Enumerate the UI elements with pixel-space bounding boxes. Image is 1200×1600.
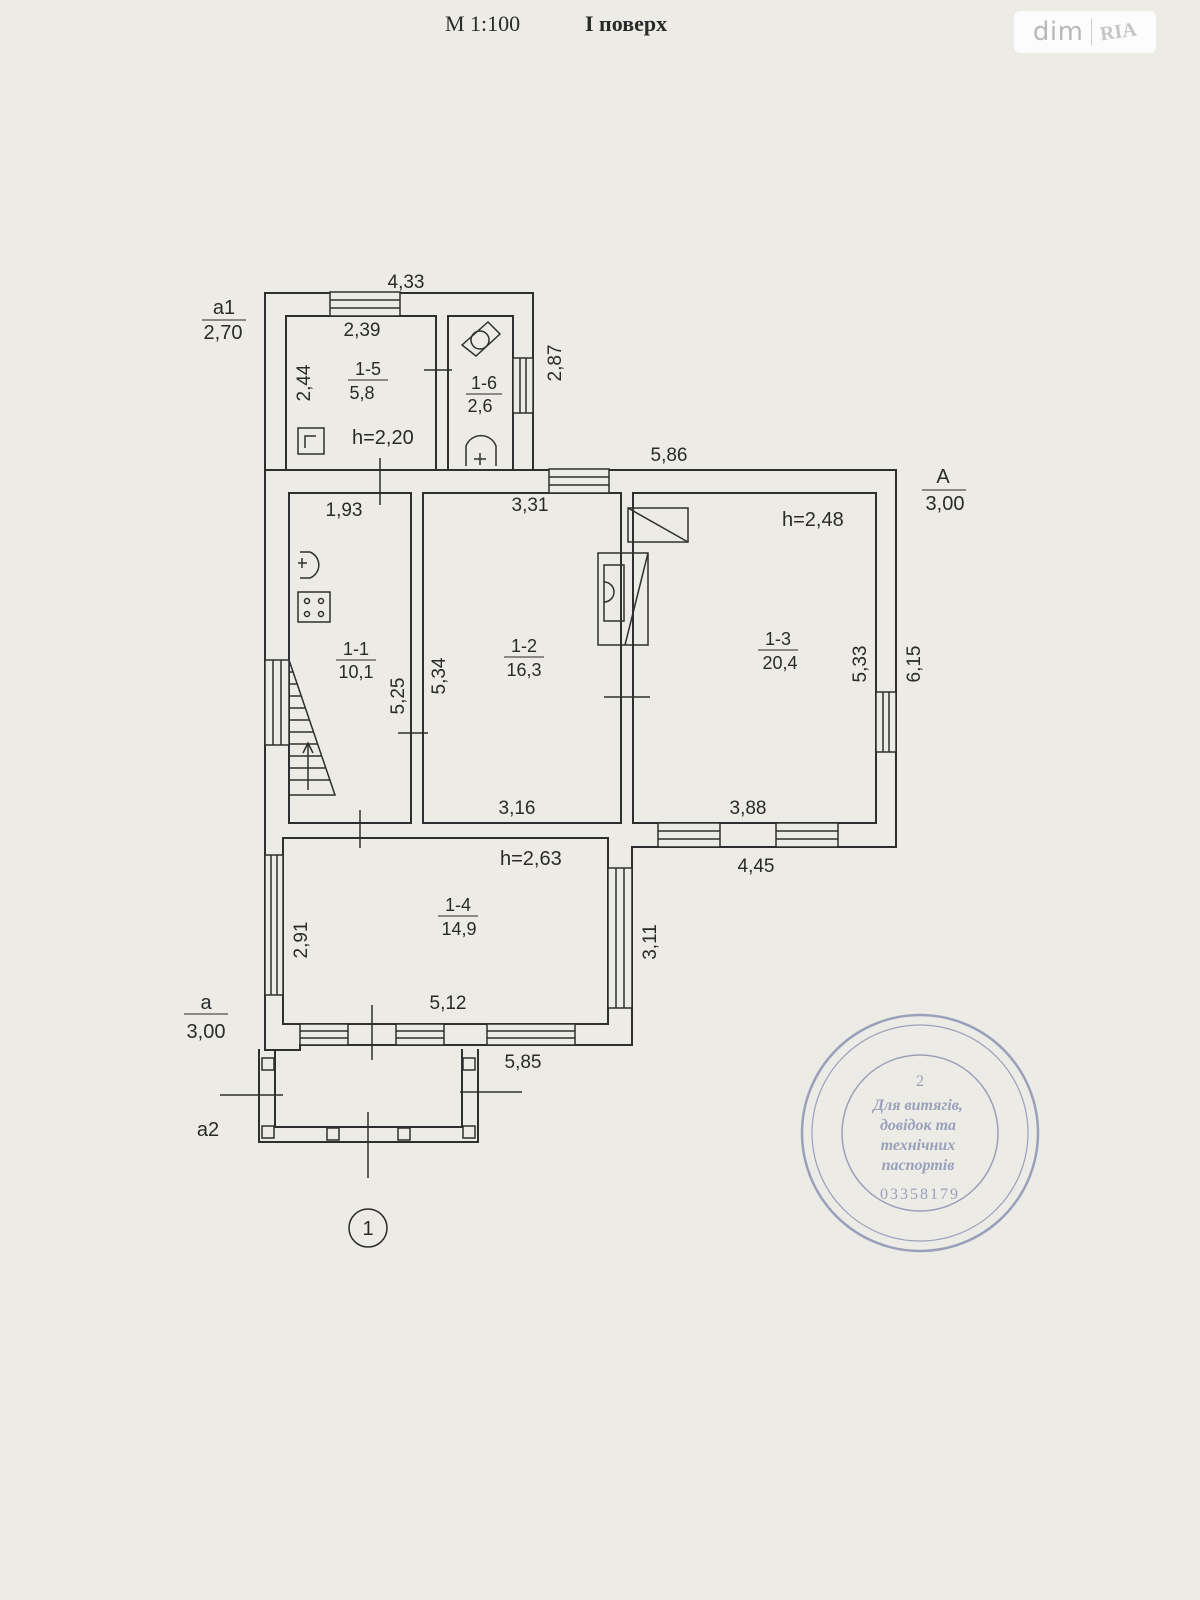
- walls: [258, 292, 897, 1143]
- window-1-4-bottom-c: [486, 1023, 576, 1046]
- room-1-5-area: 5,8: [349, 383, 374, 403]
- dim-2-91: 2,91: [291, 922, 312, 959]
- window-1-4-left: [264, 854, 284, 996]
- stamp-code: 03358179: [880, 1186, 960, 1203]
- window-1-3-bottom-b: [775, 822, 839, 848]
- toilet-icon: [460, 320, 502, 357]
- window-main-top: [548, 468, 610, 494]
- stamp-number: 2: [916, 1073, 924, 1090]
- room-1-3-code: 1-3: [765, 629, 791, 649]
- window-1-4-bottom-a: [299, 1023, 349, 1046]
- dimensions: 4,33 2,39 2,44 2,87 5,86 1,93 3,31 5,25 …: [291, 272, 925, 1073]
- section-markers: а1 2,70 А 3,00 а 3,00 а2 1: [184, 297, 966, 1248]
- window-1-4-right: [607, 867, 633, 1009]
- floor-label: І поверх: [585, 11, 667, 36]
- fireplace-icon: [597, 507, 689, 646]
- marker-a1-value: 2,70: [204, 322, 243, 344]
- sink-icon: [465, 434, 497, 466]
- wall-room-1-3: [632, 492, 877, 824]
- room-1-6-area: 2,6: [467, 396, 492, 416]
- marker-A: А: [936, 466, 950, 488]
- dim-3-16: 3,16: [499, 798, 536, 819]
- room-labels: 1-5 5,8 1-6 2,6 1-1 10,1 1-2 16,3 1-3 20…: [336, 359, 798, 939]
- sink-1-1-icon: [298, 551, 320, 579]
- room-1-4-code: 1-4: [445, 895, 471, 915]
- room-1-5-code: 1-5: [355, 359, 381, 379]
- room-1-1-code: 1-1: [343, 639, 369, 659]
- height-1-5: h=2,20: [352, 427, 414, 449]
- watermark-brand: dim: [1032, 17, 1084, 47]
- dim-5-85: 5,85: [505, 1052, 542, 1073]
- dim-5-86: 5,86: [651, 445, 688, 466]
- stove-icon: [297, 427, 325, 455]
- door-marks: [220, 360, 650, 1178]
- window-1-6-right: [512, 357, 534, 414]
- dim-6-15: 6,15: [904, 646, 925, 683]
- dim-4-45: 4,45: [738, 856, 775, 877]
- dim-3-11: 3,11: [640, 924, 661, 960]
- marker-a1: а1: [213, 297, 235, 319]
- marker-a-value: 3,00: [187, 1021, 226, 1043]
- dim-3-88: 3,88: [730, 798, 767, 819]
- entrance-circle: [348, 1208, 388, 1248]
- hob-icon: [297, 591, 331, 623]
- stamp-line-3: технічних: [881, 1137, 956, 1154]
- room-1-3-area: 20,4: [762, 653, 797, 673]
- dim-5-12: 5,12: [430, 993, 467, 1014]
- dim-2-87: 2,87: [545, 345, 566, 382]
- wall-main-outer: [264, 469, 897, 1051]
- watermark-divider: [1091, 19, 1093, 45]
- height-1-4: h=2,63: [500, 848, 562, 870]
- window-1-3-right: [875, 691, 897, 753]
- window-annex-top: [329, 291, 401, 317]
- dim-5-33: 5,33: [850, 646, 871, 683]
- stamp-line-4: паспортів: [882, 1157, 955, 1174]
- dim-5-34: 5,34: [429, 657, 450, 694]
- dim-2-44: 2,44: [294, 364, 315, 401]
- room-1-4-area: 14,9: [441, 919, 476, 939]
- wall-room-1-2: [422, 492, 622, 824]
- window-1-3-bottom-a: [657, 822, 721, 848]
- room-1-2-area: 16,3: [506, 660, 541, 680]
- dim-3-31: 3,31: [512, 495, 549, 516]
- room-1-1-area: 10,1: [338, 662, 373, 682]
- marker-A-value: 3,00: [926, 493, 965, 515]
- dim-4-33: 4,33: [388, 272, 425, 293]
- dim-5-25: 5,25: [388, 678, 409, 715]
- dim-1-93: 1,93: [326, 500, 363, 521]
- inventory-stamp: 2 Для витягів, довідок та технічних пасп…: [800, 1013, 1040, 1253]
- height-1-3: h=2,48: [782, 509, 844, 531]
- window-left-1-1: [264, 659, 290, 746]
- wall-room-1-6: [447, 315, 514, 471]
- stamp-line-1: Для витягів,: [871, 1097, 963, 1114]
- dim-2-39: 2,39: [344, 320, 381, 341]
- scale-label: М 1:100: [445, 11, 520, 36]
- window-1-4-bottom-b: [395, 1023, 445, 1046]
- dimria-watermark: dim RIA: [1014, 11, 1156, 53]
- room-1-6-code: 1-6: [471, 373, 497, 393]
- marker-a: а: [200, 992, 212, 1014]
- watermark-brand-2: RIA: [1099, 18, 1139, 45]
- stamp-line-2: довідок та: [880, 1117, 956, 1134]
- stairs-icon: [288, 659, 337, 796]
- entrance-number: 1: [362, 1218, 373, 1240]
- windows: [261, 291, 897, 1141]
- room-1-2-code: 1-2: [511, 636, 537, 656]
- ceiling-heights: h=2,20 h=2,48 h=2,63: [352, 427, 844, 870]
- fixtures: [288, 320, 689, 796]
- marker-a2: а2: [197, 1119, 219, 1141]
